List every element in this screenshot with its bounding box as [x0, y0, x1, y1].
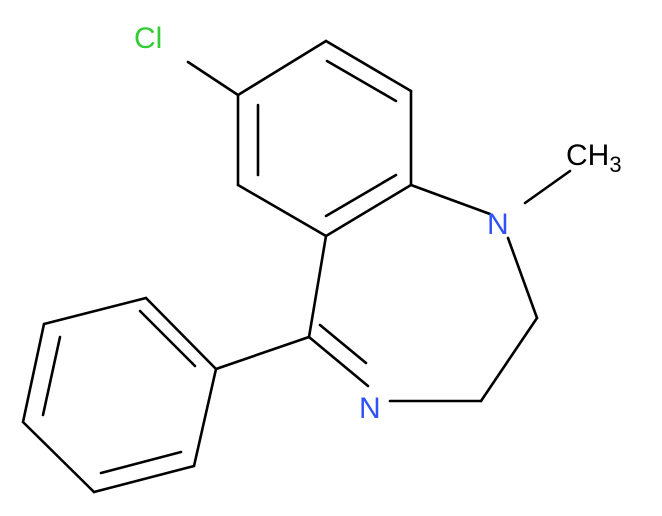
bond-double-inner — [99, 450, 183, 475]
bond-n1-ch3 — [523, 169, 572, 205]
atom-label-cl: Cl — [134, 22, 162, 55]
bond — [21, 322, 46, 424]
methyl-ch: CH — [566, 139, 609, 172]
bond — [236, 183, 328, 238]
bond-c5-phenyl — [214, 335, 311, 371]
bond — [144, 296, 218, 371]
atom-label-n4: N — [359, 392, 381, 425]
diazepine-ring — [307, 183, 539, 403]
bond-double-inner — [324, 173, 398, 218]
bond-double-inner — [41, 335, 62, 417]
bond-n1-ch2 — [506, 236, 539, 320]
benzene-ring-fused — [236, 39, 413, 238]
bond — [92, 464, 196, 494]
bond — [42, 296, 148, 326]
bond-c-cl — [186, 60, 240, 97]
atom-label-n1: N — [487, 208, 509, 241]
methyl-subscript: 3 — [609, 152, 621, 177]
bond-c5-c5a — [307, 234, 328, 339]
atom-label-methyl: CH3 — [566, 139, 622, 177]
bond — [236, 39, 328, 97]
bond — [21, 420, 96, 494]
bond-n4-c5-double — [318, 323, 368, 365]
phenyl-ring — [21, 296, 218, 494]
bond — [324, 39, 413, 93]
bond — [324, 183, 413, 238]
bond-n4-c5 — [307, 335, 370, 388]
bond — [192, 367, 218, 468]
bond-c-n1 — [409, 183, 492, 216]
bond-double-inner — [138, 309, 197, 368]
bond-ch2-ch2 — [479, 316, 539, 403]
bond-double-inner — [325, 59, 398, 103]
